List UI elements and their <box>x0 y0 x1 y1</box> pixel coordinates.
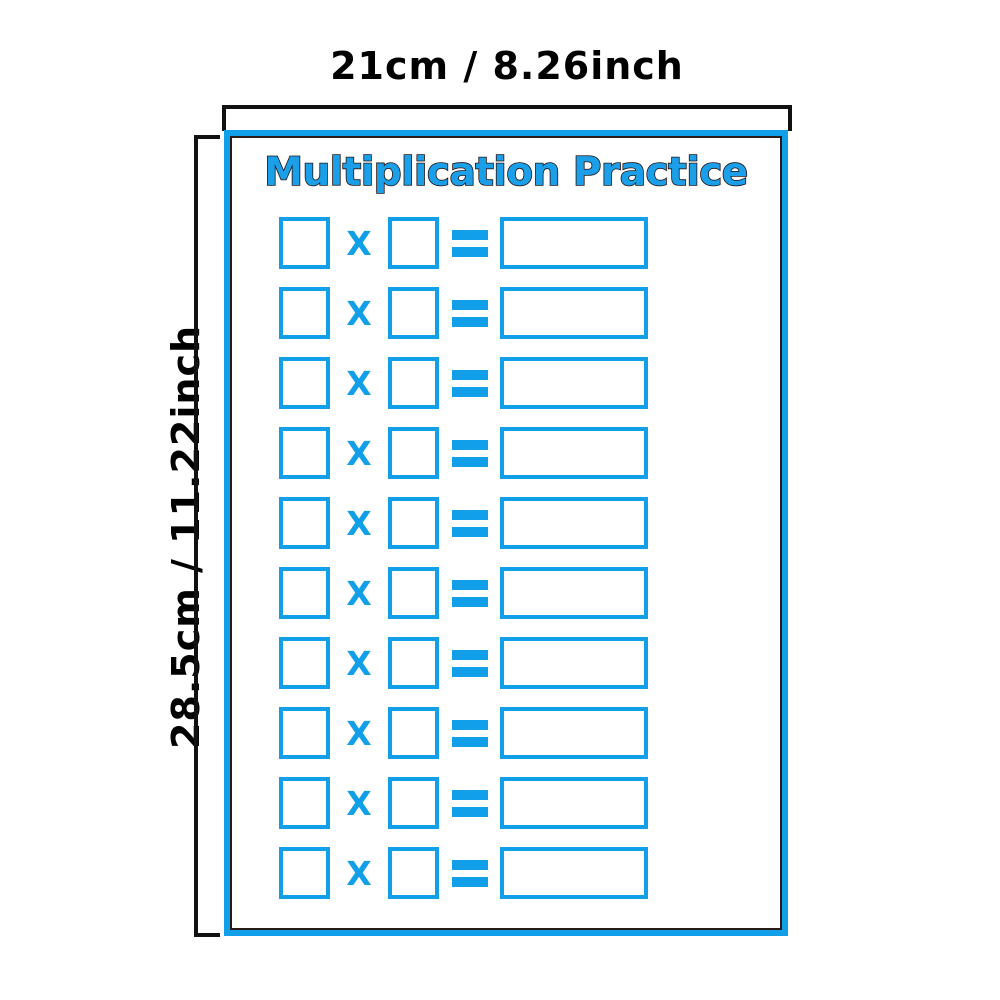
equals-operator <box>439 439 500 467</box>
equals-bar-top <box>451 719 488 730</box>
equals-operator <box>439 789 500 817</box>
answer-input-box[interactable] <box>500 427 648 479</box>
answer-input-box[interactable] <box>500 217 648 269</box>
factor1-input-box[interactable] <box>279 847 330 899</box>
equals-bar-top <box>451 229 488 240</box>
factor2-input-box[interactable] <box>388 357 439 409</box>
factor1-input-box[interactable] <box>279 287 330 339</box>
answer-input-box[interactable] <box>500 567 648 619</box>
factor2-input-box[interactable] <box>388 427 439 479</box>
multiply-operator: X <box>346 223 372 263</box>
equals-bar-top <box>451 579 488 590</box>
equals-bar-top <box>451 859 488 870</box>
equals-bar-bottom <box>451 526 488 537</box>
factor2-input-box[interactable] <box>388 637 439 689</box>
answer-input-box[interactable] <box>500 357 648 409</box>
multiply-operator: X <box>346 713 372 753</box>
factor1-input-box[interactable] <box>279 707 330 759</box>
equation-row: X <box>230 628 782 698</box>
width-dimension-bracket <box>222 105 792 131</box>
answer-input-box[interactable] <box>500 847 648 899</box>
answer-input-box[interactable] <box>500 637 648 689</box>
factor1-input-box[interactable] <box>279 637 330 689</box>
equals-bar-bottom <box>451 456 488 467</box>
multiply-operator: X <box>346 433 372 473</box>
factor1-input-box[interactable] <box>279 427 330 479</box>
equals-bar-bottom <box>451 246 488 257</box>
multiply-operator: X <box>346 783 372 823</box>
equals-bar-top <box>451 369 488 380</box>
equals-bar-bottom <box>451 876 488 887</box>
equals-bar-top <box>451 299 488 310</box>
factor2-input-box[interactable] <box>388 217 439 269</box>
equation-row: X <box>230 278 782 348</box>
equals-operator <box>439 299 500 327</box>
equation-row: X <box>230 838 782 908</box>
equation-row: X <box>230 418 782 488</box>
multiply-operator: X <box>346 363 372 403</box>
answer-input-box[interactable] <box>500 287 648 339</box>
height-dimension-bracket <box>194 135 220 937</box>
multiply-operator: X <box>346 503 372 543</box>
equals-operator <box>439 649 500 677</box>
equation-row: X <box>230 768 782 838</box>
equals-bar-bottom <box>451 316 488 327</box>
equation-row: X <box>230 698 782 768</box>
equation-row: X <box>230 208 782 278</box>
page-title: Multiplication Practice <box>263 149 749 196</box>
equals-operator <box>439 859 500 887</box>
equals-bar-top <box>451 439 488 450</box>
factor2-input-box[interactable] <box>388 847 439 899</box>
equals-bar-bottom <box>451 736 488 747</box>
width-dimension-label: 21cm / 8.26inch <box>330 44 684 88</box>
equals-operator <box>439 229 500 257</box>
answer-input-box[interactable] <box>500 497 648 549</box>
equals-bar-top <box>451 649 488 660</box>
multiply-operator: X <box>346 643 372 683</box>
equation-row: X <box>230 558 782 628</box>
equals-operator <box>439 579 500 607</box>
equals-bar-bottom <box>451 596 488 607</box>
multiply-operator: X <box>346 573 372 613</box>
factor1-input-box[interactable] <box>279 217 330 269</box>
equals-bar-bottom <box>451 666 488 677</box>
equals-bar-bottom <box>451 386 488 397</box>
factor2-input-box[interactable] <box>388 287 439 339</box>
multiply-operator: X <box>346 293 372 333</box>
factor1-input-box[interactable] <box>279 567 330 619</box>
answer-input-box[interactable] <box>500 707 648 759</box>
equals-operator <box>439 509 500 537</box>
factor1-input-box[interactable] <box>279 777 330 829</box>
answer-input-box[interactable] <box>500 777 648 829</box>
multiply-operator: X <box>346 853 372 893</box>
factor1-input-box[interactable] <box>279 497 330 549</box>
equals-bar-bottom <box>451 806 488 817</box>
factor2-input-box[interactable] <box>388 567 439 619</box>
equation-row: X <box>230 348 782 418</box>
equals-operator <box>439 719 500 747</box>
factor1-input-box[interactable] <box>279 357 330 409</box>
factor2-input-box[interactable] <box>388 707 439 759</box>
equation-row: X <box>230 488 782 558</box>
equals-bar-top <box>451 789 488 800</box>
equals-bar-top <box>451 509 488 520</box>
equals-operator <box>439 369 500 397</box>
factor2-input-box[interactable] <box>388 497 439 549</box>
factor2-input-box[interactable] <box>388 777 439 829</box>
